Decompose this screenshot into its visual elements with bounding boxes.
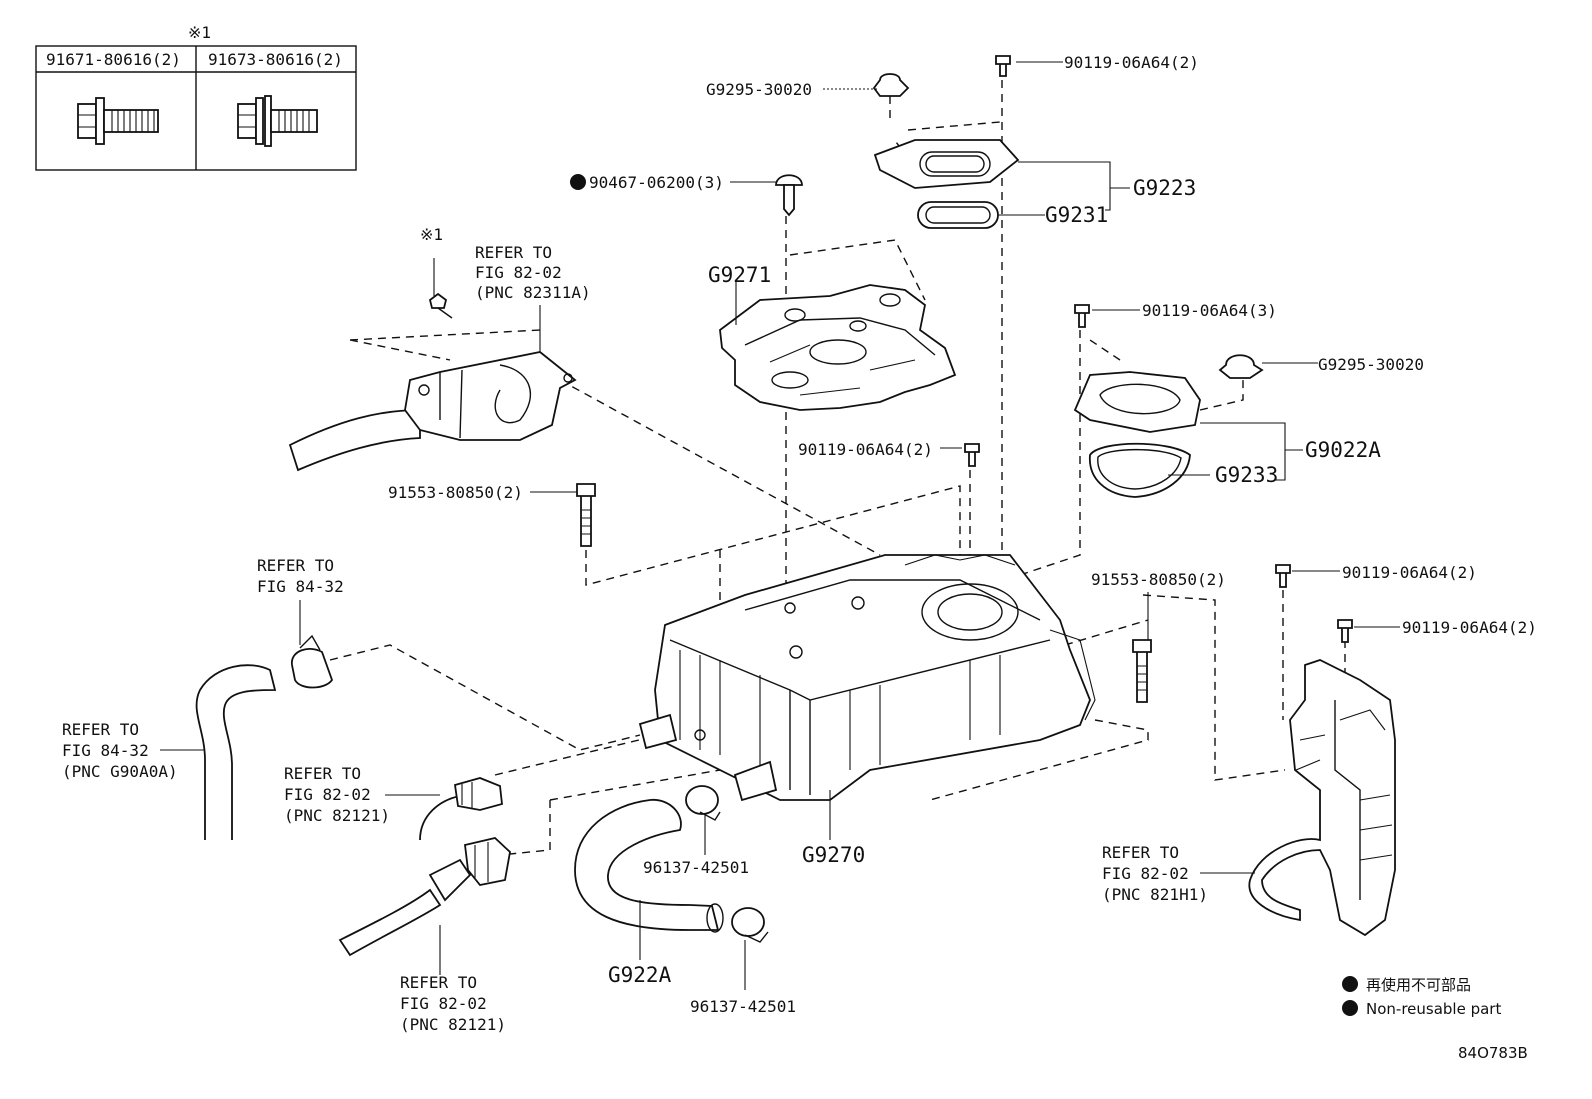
cover-component xyxy=(719,284,957,411)
part-label-g9270: G9270 xyxy=(802,843,865,867)
gasket-top xyxy=(872,73,1020,229)
figure-code: 84O783B xyxy=(1458,1044,1528,1062)
part-label-90119-center: 90119-06A64(2) xyxy=(798,440,933,459)
ref-1-line1: REFER TO xyxy=(475,243,552,262)
bolt-icon xyxy=(1074,304,1090,328)
part-labels: G9295-30020 90119-06A64(2) 90467-06200(3… xyxy=(388,53,1537,1016)
ref-3-line3: (PNC G90A0A) xyxy=(62,762,178,781)
part-label-91553-left: 91553-80850(2) xyxy=(388,483,523,502)
part-label-90119-right1: 90119-06A64(2) xyxy=(1342,563,1477,582)
part-label-96137-lower: 96137-42501 xyxy=(690,997,796,1016)
bolt-icon xyxy=(995,55,1011,77)
bolt-icon xyxy=(964,443,980,467)
leader-lines xyxy=(160,61,1400,990)
ref-6-line2: FIG 82-02 xyxy=(1102,864,1189,883)
reference-notes: ※1 REFER TO FIG 82-02 (PNC 82311A) REFER… xyxy=(62,225,1208,1034)
ref-6-line3: (PNC 821H1) xyxy=(1102,885,1208,904)
ref-4-line1: REFER TO xyxy=(284,764,361,783)
part-label-96137-upper: 96137-42501 xyxy=(643,858,749,877)
ref-4-line2: FIG 82-02 xyxy=(284,785,371,804)
legend-text-en: Non-reusable part xyxy=(1366,1000,1501,1018)
part-label-g9233: G9233 xyxy=(1215,463,1278,487)
hose-left xyxy=(195,664,277,840)
long-bolt-icon xyxy=(576,483,596,547)
legend: 再使用不可部品 Non-reusable part xyxy=(1342,976,1501,1018)
table-col1-label: 91671-80616(2) xyxy=(46,50,181,69)
part-label-g922a: G922A xyxy=(608,963,672,987)
gasket-right xyxy=(1073,354,1264,498)
ref-2-line2: FIG 84-32 xyxy=(257,577,344,596)
ref-4-line3: (PNC 82121) xyxy=(284,806,390,825)
part-label-g9295-right: G9295-30020 xyxy=(1318,355,1424,374)
washer-bolt-icon xyxy=(237,95,318,147)
bolt-icon xyxy=(1337,619,1353,643)
ref-6-line1: REFER TO xyxy=(1102,843,1179,862)
part-label-91553-right: 91553-80850(2) xyxy=(1091,570,1226,589)
part-label-90119-top: 90119-06A64(2) xyxy=(1064,53,1199,72)
long-bolt-icon xyxy=(1132,639,1152,703)
part-label-g9223: G9223 xyxy=(1133,176,1196,200)
flange-bolt-icon xyxy=(77,97,159,145)
connector-bottom-left xyxy=(338,837,511,957)
hose-bottom xyxy=(574,799,724,933)
part-label-g9231: G9231 xyxy=(1045,203,1108,227)
clamp-mid xyxy=(685,785,721,821)
note-mark-table: ※1 xyxy=(188,23,211,42)
alignment-lines xyxy=(329,80,1346,856)
clamp-bottom xyxy=(731,907,769,943)
bolt-table: ※1 91671-80616(2) 91673-80616(2) xyxy=(35,23,357,171)
bracket-right xyxy=(1248,659,1396,937)
table-col2-label: 91673-80616(2) xyxy=(208,50,343,69)
non-reusable-dot xyxy=(570,174,586,190)
legend-dot-1 xyxy=(1342,976,1358,992)
ref-3-line2: FIG 84-32 xyxy=(62,741,149,760)
ref-1-line3: (PNC 82311A) xyxy=(475,283,591,302)
part-label-90119-mid: 90119-06A64(3) xyxy=(1142,301,1277,320)
part-label-90467: 90467-06200(3) xyxy=(589,173,724,192)
ref-2-line1: REFER TO xyxy=(257,556,334,575)
ref-3-line1: REFER TO xyxy=(62,720,139,739)
sensor-component xyxy=(288,292,577,472)
legend-dot-2 xyxy=(1342,1000,1358,1016)
connector-mid-left xyxy=(419,777,503,841)
ref-5-line2: FIG 82-02 xyxy=(400,994,487,1013)
note-mark-sensor: ※1 xyxy=(420,225,443,244)
ref-5-line1: REFER TO xyxy=(400,973,477,992)
bolt-icon xyxy=(1275,564,1291,588)
ref-5-line3: (PNC 82121) xyxy=(400,1015,506,1034)
part-label-g9295-top: G9295-30020 xyxy=(706,80,812,99)
clamp-left xyxy=(291,634,334,689)
inverter-housing xyxy=(638,554,1096,802)
part-label-90119-right2: 90119-06A64(2) xyxy=(1402,618,1537,637)
part-label-g9271: G9271 xyxy=(708,263,771,287)
part-label-g9022a: G9022A xyxy=(1305,438,1381,462)
clip-bolt-icon xyxy=(775,174,803,217)
legend-text-jp: 再使用不可部品 xyxy=(1366,976,1471,994)
ref-1-line2: FIG 82-02 xyxy=(475,263,562,282)
